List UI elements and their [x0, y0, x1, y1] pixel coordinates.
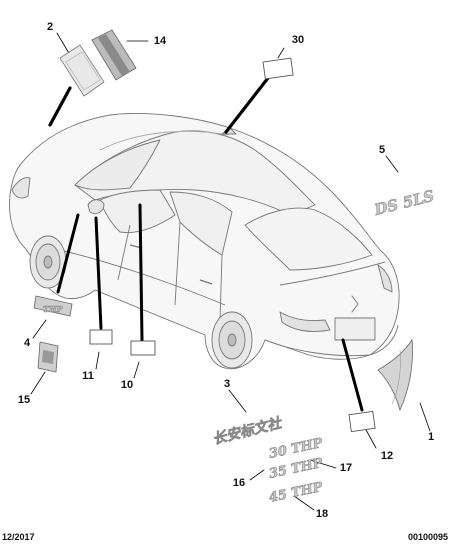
part-15-badge	[37, 341, 59, 373]
callout-12: 12	[380, 450, 394, 462]
part-1-emblem	[377, 338, 413, 412]
callout-5: 5	[378, 144, 386, 156]
badge-4-text: THP	[43, 304, 64, 314]
part-3-badge-text: 长安标文社	[211, 414, 285, 448]
callout-18: 18	[315, 508, 329, 520]
part-2-decal	[59, 44, 105, 97]
callout-2: 2	[46, 21, 54, 33]
callout-10: 10	[120, 379, 134, 391]
callout-16: 16	[232, 477, 246, 489]
footer-date: 12/2017	[2, 532, 35, 542]
car-illustration	[9, 113, 400, 370]
callout-30: 30	[291, 34, 305, 46]
part-5-emblem-text: DS 5LS	[372, 187, 437, 219]
footer-code: 00100095	[407, 532, 448, 542]
callout-1: 1	[427, 431, 435, 443]
callout-14: 14	[153, 35, 167, 47]
callout-4: 4	[23, 337, 31, 349]
leader-lines	[30, 32, 431, 511]
callout-17: 17	[339, 462, 353, 474]
part-11-label	[89, 329, 113, 345]
callout-15: 15	[17, 394, 31, 406]
part-10-label	[130, 340, 156, 356]
part-12-label	[348, 410, 376, 433]
callout-11: 11	[82, 370, 94, 382]
part-18-badge-text: 45 THP	[268, 480, 325, 506]
callout-3: 3	[223, 378, 231, 390]
part-14-decal	[91, 29, 137, 81]
part-4-badge: THP	[33, 295, 73, 317]
part-30-label	[262, 57, 294, 80]
